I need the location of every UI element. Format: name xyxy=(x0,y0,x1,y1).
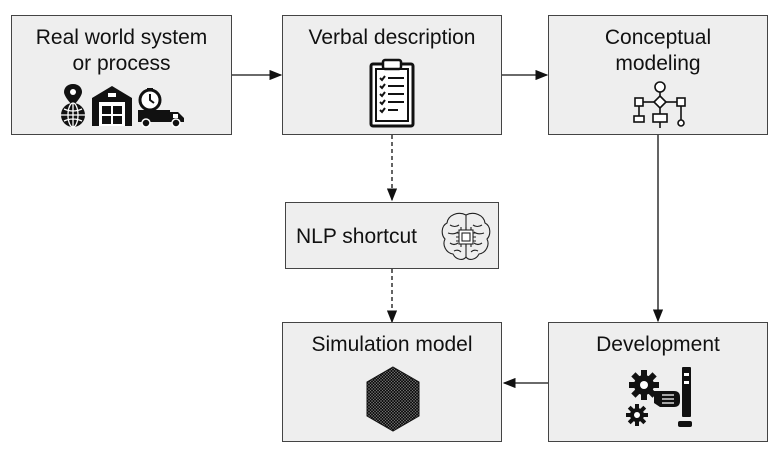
node-real-world-label-1: Real world system xyxy=(35,26,208,49)
node-nlp-label: NLP shortcut xyxy=(296,225,418,248)
node-conceptual-label-1: Conceptual xyxy=(604,26,712,49)
node-development: Development xyxy=(548,322,768,442)
node-real-world: Real world system or process xyxy=(11,15,232,135)
node-real-world-label-2: or process xyxy=(72,52,171,75)
node-simulation-model: Simulation model xyxy=(282,322,502,442)
globe-location-icon xyxy=(61,84,85,128)
node-conceptual-modeling: Conceptual modeling xyxy=(548,15,768,135)
warehouse-icon xyxy=(92,86,132,126)
node-development-label: Development xyxy=(596,333,720,356)
flowchart-icon xyxy=(633,81,686,128)
hexagon-mesh-icon xyxy=(366,366,420,432)
node-simulation-label: Simulation model xyxy=(311,333,473,356)
gears-hand-icon xyxy=(626,367,692,427)
brain-chip-icon xyxy=(441,212,491,260)
clipboard-checklist-icon xyxy=(369,58,415,128)
node-verbal-description: Verbal description xyxy=(282,15,502,135)
node-verbal-label: Verbal description xyxy=(308,26,476,49)
delivery-truck-icon xyxy=(138,88,184,128)
node-conceptual-label-2: modeling xyxy=(615,52,701,75)
node-nlp-shortcut: NLP shortcut xyxy=(285,202,499,269)
